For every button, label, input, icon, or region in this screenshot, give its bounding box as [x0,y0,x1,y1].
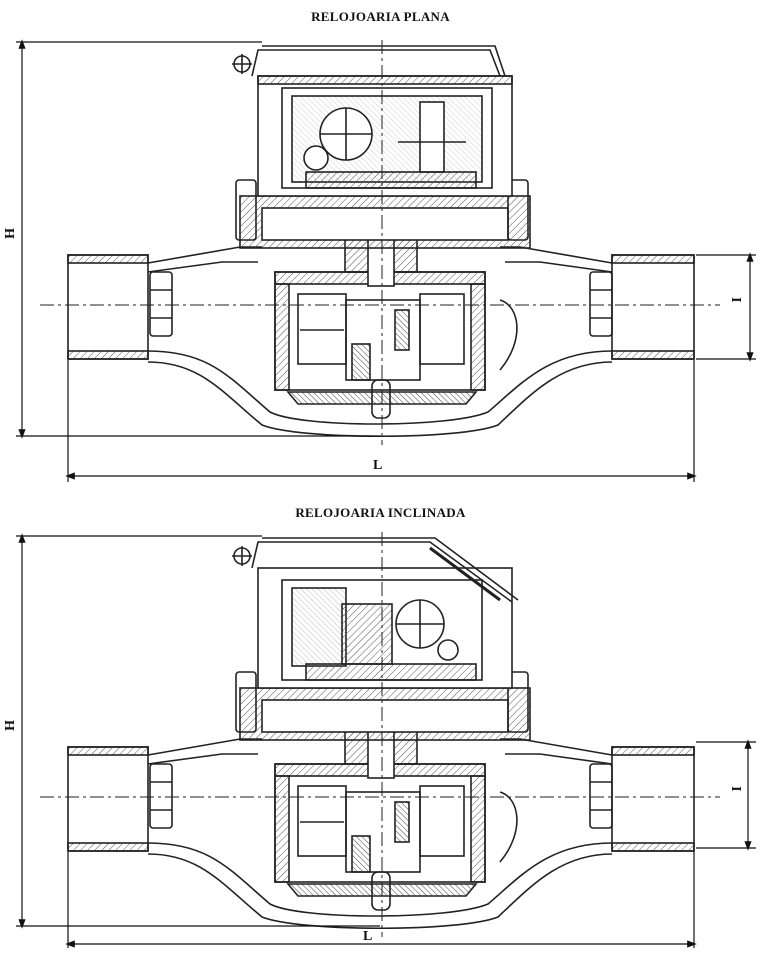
meter-drawing-inclinada [16,532,756,948]
diagram-title-inclinada: RELOJOARIA INCLINADA [295,505,466,520]
dim-label-i-inclinada: I [730,786,745,792]
dim-label-h-plana: H [3,228,18,239]
meter-drawing-plana [16,39,756,482]
dim-label-h-inclinada: H [3,720,18,731]
diagram-title-plana: RELOJOARIA PLANA [311,9,450,24]
dim-label-l-plana: L [373,458,383,473]
dim-label-i-plana: I [730,297,745,303]
dim-label-l-inclinada: L [363,929,373,944]
